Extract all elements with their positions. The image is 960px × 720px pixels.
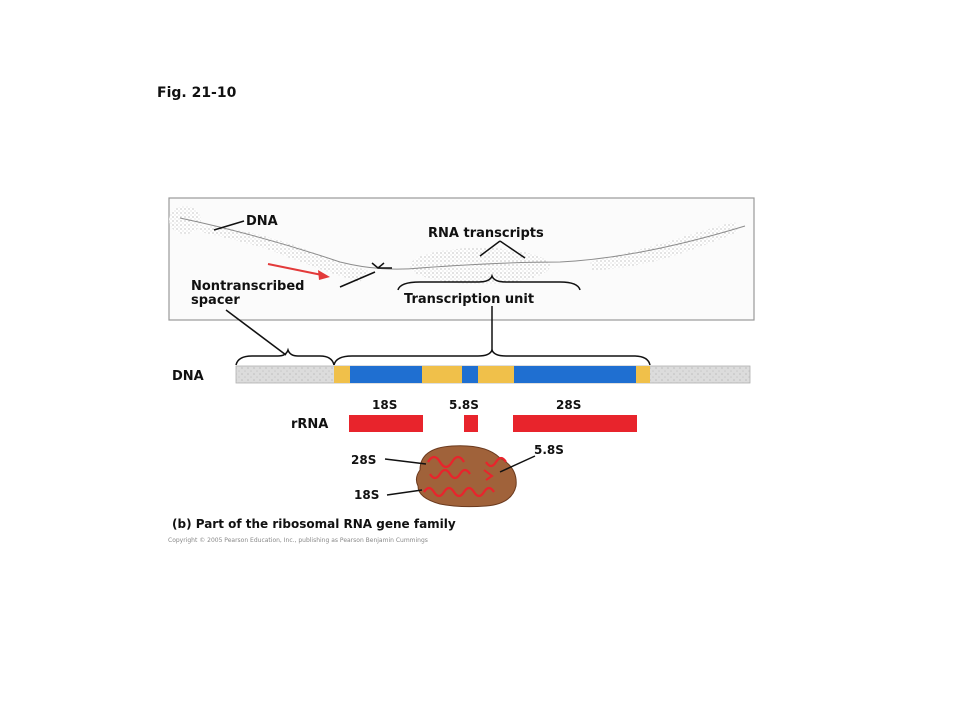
copyright-notice: Copyright © 2005 Pearson Education, Inc.… [168, 537, 428, 544]
rrna-label: rRNA [291, 417, 328, 432]
its-segment-2 [478, 366, 514, 383]
rrna-strand-18s [423, 486, 495, 498]
spacer-bracket-pointer [339, 262, 392, 288]
ets-segment-5prime [334, 366, 350, 383]
segment-label-58s: 5.8S [449, 398, 479, 412]
rna-transcripts-pointer-a [479, 240, 501, 257]
rrna-bar-58s [464, 415, 478, 432]
transcription-unit-brace [333, 347, 651, 366]
ribosome-pointer-58s [499, 455, 536, 473]
coding-segment-58s [462, 366, 478, 383]
dna-gene-map [235, 365, 751, 384]
rrna-strand-28s [427, 455, 507, 480]
rrna-bar-28s [513, 415, 637, 432]
segment-label-18s: 18S [372, 398, 397, 412]
coding-segment-28s [514, 366, 636, 383]
ribosome-pointer-18s [386, 489, 423, 496]
transcription-direction-arrow [267, 263, 323, 276]
micrograph-dna-label: DNA [246, 214, 278, 229]
rna-transcripts-label: RNA transcripts [428, 226, 544, 241]
rna-transcripts-pointer-b [499, 240, 526, 259]
rrna-bar-18s [349, 415, 423, 432]
transcription-unit-bracket [397, 273, 581, 291]
micrograph-dna-strand [179, 217, 746, 270]
rrna-strand-58s [483, 469, 494, 481]
micrograph-panel: DNA RNA transcripts Nontranscribed space… [168, 197, 755, 321]
nontranscribed-spacer-label-line1: Nontranscribed [191, 279, 304, 294]
ribosome-label-28s: 28S [351, 453, 376, 467]
micrograph-blob-start [169, 206, 201, 234]
spacer-brace [235, 347, 335, 366]
its-segment-1 [422, 366, 462, 383]
micrograph-transcripts-center [410, 248, 550, 284]
figure-label: Fig. 21-10 [157, 85, 237, 101]
micrograph-dna-pointer [213, 220, 245, 231]
ribosome-illustration [415, 445, 517, 508]
ribosome-pointer-28s [384, 458, 427, 465]
figure-caption: (b) Part of the ribosomal RNA gene famil… [172, 517, 456, 531]
nontranscribed-spacer-label-line2: spacer [191, 293, 240, 308]
coding-segment-18s [350, 366, 422, 383]
transcription-unit-label: Transcription unit [404, 292, 534, 307]
micrograph-transcripts-right [590, 222, 738, 270]
transcription-direction-arrowhead [318, 270, 330, 280]
gene-map-dna-label: DNA [172, 369, 204, 384]
ribosome-body [415, 445, 517, 508]
ets-segment-3prime [636, 366, 650, 383]
spacer-connector-line [225, 309, 287, 356]
ribosome-label-18s: 18S [354, 488, 379, 502]
segment-label-28s: 28S [556, 398, 581, 412]
micrograph-transcripts-left [200, 225, 370, 282]
ribosome-label-58s: 5.8S [534, 443, 564, 457]
